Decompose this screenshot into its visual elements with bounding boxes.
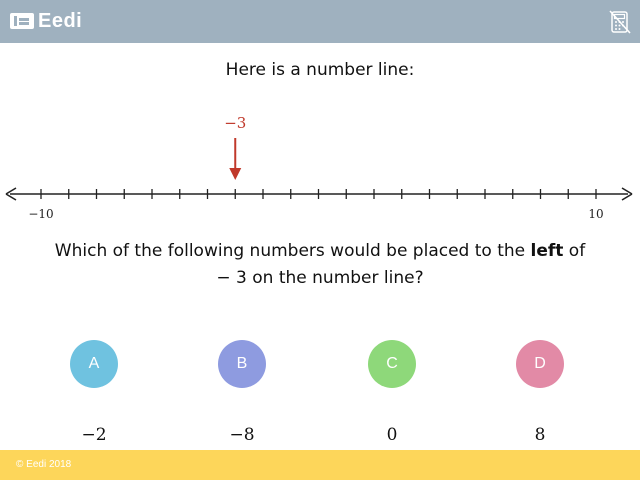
min-label: −10: [28, 207, 53, 221]
option-c-circle[interactable]: C: [368, 340, 416, 388]
marker-label: −3: [224, 114, 246, 132]
eedi-logo[interactable]: Eedi: [10, 9, 82, 33]
option-d-value: 8: [534, 425, 546, 445]
question-line2: − 3 on the number line?: [216, 268, 424, 288]
brand-name: Eedi: [38, 9, 83, 32]
calculator-disabled-icon[interactable]: [609, 10, 631, 34]
answer-options: A −2 B −8 C 0 D 8: [0, 340, 640, 445]
header-bar: Eedi: [0, 0, 640, 43]
option-b-value: −8: [229, 425, 255, 445]
max-label: 10: [588, 207, 603, 221]
question-emphasis: left: [530, 241, 564, 261]
option-c-value: 0: [386, 425, 398, 445]
option-d-circle[interactable]: D: [516, 340, 564, 388]
eedi-logo-icon: [10, 13, 34, 29]
prompt-text: Here is a number line:: [225, 60, 415, 80]
question-part2: of: [563, 241, 586, 261]
marker-arrow-head: [229, 168, 242, 180]
left-arrowhead: [5, 187, 17, 201]
option-b-circle[interactable]: B: [218, 340, 266, 388]
copyright-text: © Eedi 2018: [16, 459, 72, 470]
right-arrowhead: [621, 187, 633, 201]
option-a[interactable]: A −2: [59, 340, 129, 445]
question-part1: Which of the following numbers would be …: [54, 241, 531, 261]
footer-bar: © Eedi 2018: [0, 450, 640, 480]
option-a-circle[interactable]: A: [70, 340, 118, 388]
option-b[interactable]: B −8: [207, 340, 277, 445]
option-d[interactable]: D 8: [505, 340, 575, 445]
option-a-value: −2: [81, 425, 107, 445]
option-c[interactable]: C 0: [357, 340, 427, 445]
question-text: Which of the following numbers would be …: [20, 238, 620, 292]
number-line: −10 10 −3: [0, 110, 640, 230]
